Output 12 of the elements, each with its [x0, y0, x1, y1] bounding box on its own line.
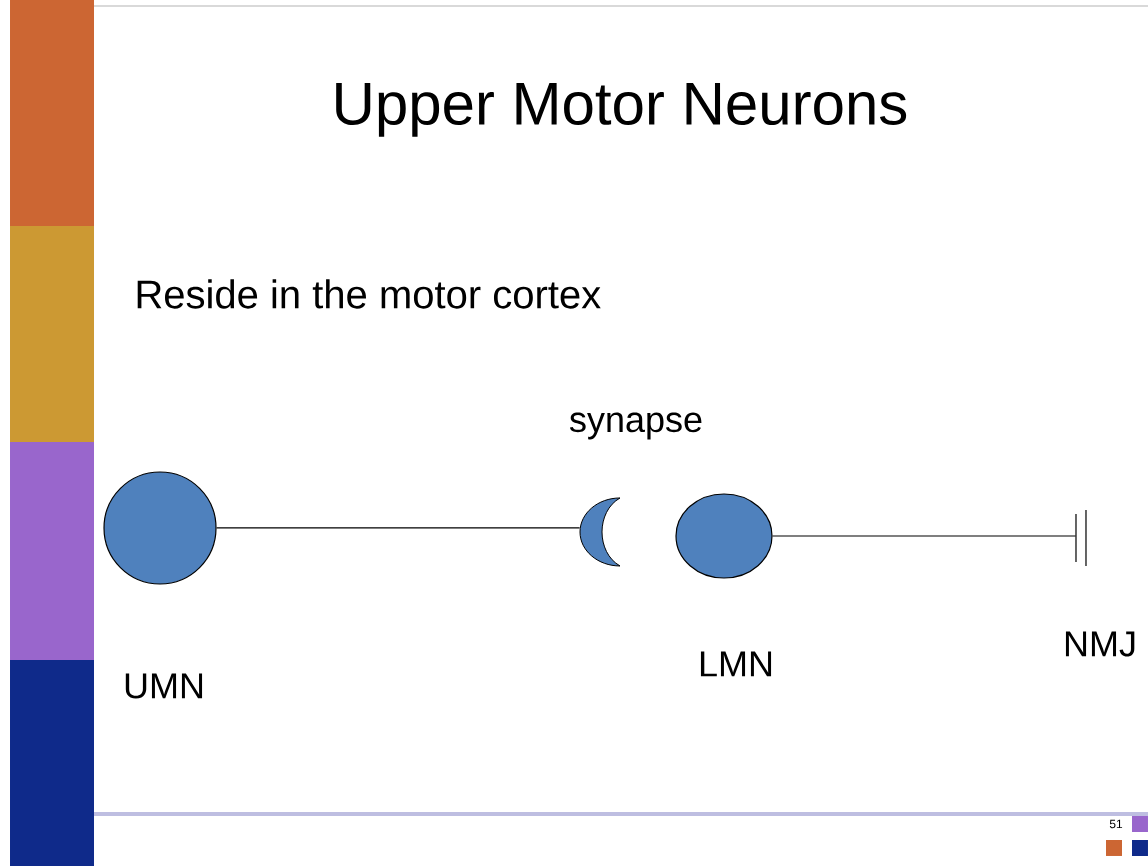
- bullet-text: Reside in the motor cortex: [137, 279, 601, 309]
- terminal-bar: [1075, 509, 1087, 567]
- slide-title: Upper Motor Neurons: [336, 83, 907, 137]
- axon-line: [216, 527, 581, 529]
- neuron-label: NMJ: [1065, 631, 1135, 657]
- cell-body: [103, 471, 217, 585]
- synapse-crescent: [579, 497, 621, 567]
- neuron-label: synapse: [569, 412, 702, 440]
- neuron-label: UMN: [125, 673, 203, 699]
- cell-body: [675, 493, 773, 579]
- axon-line: [772, 535, 1077, 537]
- neuron-label: LMN: [700, 651, 772, 677]
